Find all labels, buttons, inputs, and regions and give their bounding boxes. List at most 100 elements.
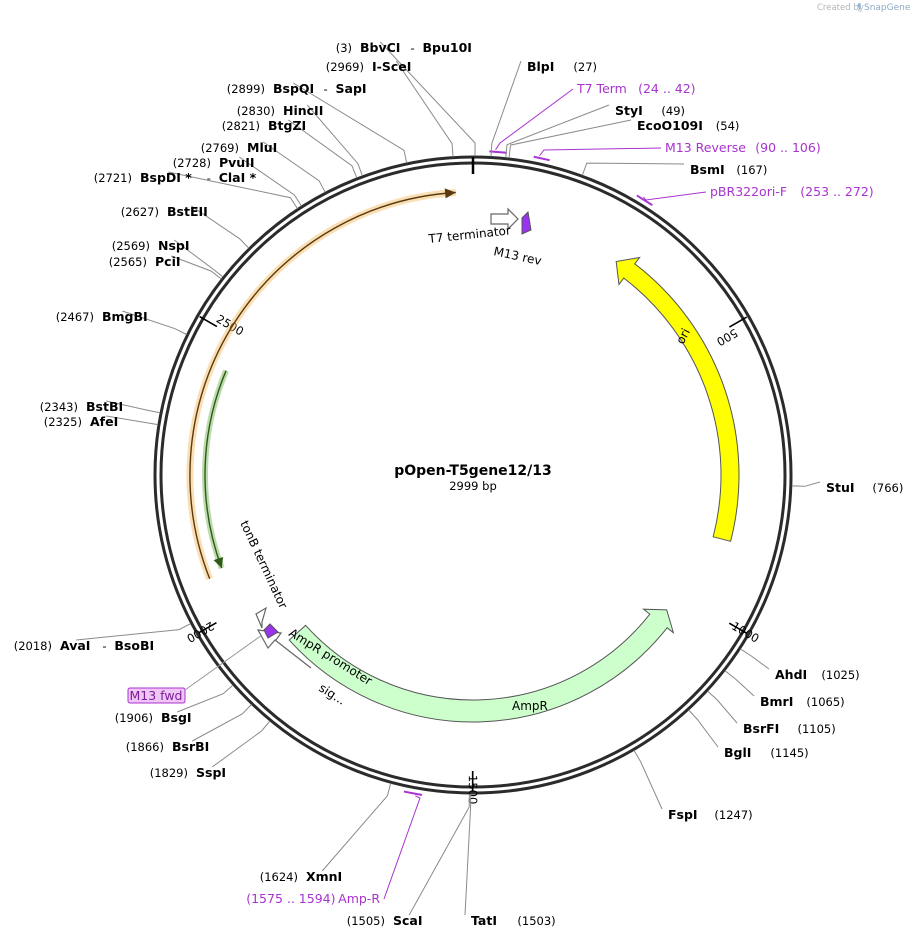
site-bbvci: BbvCI(3)-Bpu10I (336, 40, 476, 157)
site-bsteii: BstEII(2627) (121, 204, 250, 249)
site-leader (173, 239, 224, 278)
site-name: MluI (247, 140, 277, 155)
site-leader (581, 162, 685, 176)
site-position: (2721) (94, 171, 132, 185)
site-name: StyI (615, 103, 643, 118)
primer-label: M13 fwd (129, 688, 182, 703)
site-bsrfi: BsrFI(1105) (707, 690, 836, 736)
site-leader (191, 205, 250, 249)
site-name: BstBI (86, 399, 123, 414)
site-leader (171, 255, 222, 280)
site-position: (1145) (770, 746, 808, 760)
site-position: (2343) (40, 400, 78, 414)
snapgene-credit: Created by SnapGene (817, 3, 911, 13)
site-leader (408, 793, 470, 916)
site-leader (707, 690, 738, 724)
site-leader (239, 156, 302, 207)
ruler-tick (198, 621, 217, 634)
site-position: (1503) (517, 914, 555, 928)
site-bsrbi: BsrBI(1866) (126, 704, 252, 754)
site-scai: ScaI(1505) (347, 793, 470, 928)
snapgene-logo-icon (857, 3, 861, 11)
ampr-promoter-feature (256, 629, 312, 669)
ruler-tick (728, 316, 748, 328)
site-name: BbvCI (360, 40, 400, 55)
green-orf-arrowhead (213, 556, 224, 569)
site-position: (2565) (109, 255, 147, 269)
primer-range: (24 .. 42) (638, 81, 695, 96)
site-position: (2467) (56, 310, 94, 324)
ori-feature (615, 256, 740, 542)
plasmid-length: 2999 bp (449, 479, 497, 493)
m13-fwd-leader (184, 634, 263, 691)
primer-site-mark (489, 150, 507, 154)
site-mlui: MluI (2769) (201, 140, 326, 193)
site-bmgbi: BmgBI (2467) (56, 309, 187, 335)
site-position: (2018) (14, 639, 52, 653)
site-name: BmgBI (102, 309, 148, 324)
primer-range: (90 .. 106) (755, 140, 820, 155)
credit-prefix: Created by (817, 3, 864, 13)
site-leader (293, 82, 408, 164)
site-name-2: Bpu10I (423, 40, 472, 55)
site-position: (2728) (173, 156, 211, 170)
site-xmni: XmnI(1624) (260, 783, 392, 884)
ruler-tick (728, 622, 747, 634)
site-position: (1247) (714, 808, 752, 822)
site-stui: StuI(766) (791, 480, 903, 495)
site-styi: StyI(49) (505, 103, 685, 158)
site-nspi: NspI(2569) (112, 238, 224, 278)
site-ahdi: AhdI(1025) (740, 648, 860, 682)
site-position: (1025) (821, 668, 859, 682)
site-name-2: SapI (336, 81, 367, 96)
site-leader (505, 104, 610, 158)
plasmid-name: pOpen-T5gene12/13 (394, 463, 552, 479)
primer-sites: T7 Term(24 .. 42)M13 Reverse(90 .. 106)p… (127, 81, 874, 906)
site-position: (1906) (115, 711, 153, 725)
ampr-promoter-label: AmpR promoter (286, 626, 374, 688)
site-position: (1829) (150, 766, 188, 780)
site-bspqi: BspQI(2899)-SapI (227, 81, 408, 164)
site-separator: - (207, 171, 211, 185)
site-name: AvaI (60, 638, 90, 653)
ori-label: ori (673, 326, 693, 346)
site-bspdi: BspDI *(2721)-ClaI * (94, 170, 298, 209)
site-name-2: ClaI * (219, 170, 257, 185)
site-leader (724, 670, 755, 697)
site-btgzi: BtgZI(2821) (222, 118, 358, 179)
site-name: PvuII (219, 155, 255, 170)
site-position: (2769) (201, 141, 239, 155)
site-name: ScaI (393, 913, 423, 928)
ruler-label: 1500 (466, 775, 480, 804)
orange-orf-halo (186, 189, 457, 581)
primer-site-mark (636, 194, 653, 207)
primer-leader (643, 191, 707, 201)
site-bstbi: BstBI (2343) (40, 399, 161, 414)
primer-site-mark (403, 790, 423, 796)
site-bsgi: BsgI (1906) (115, 684, 234, 725)
site-name: BlpI (527, 59, 554, 74)
primer-leader (383, 795, 421, 900)
primer-label: pBR322ori-F (710, 184, 787, 199)
site-hincii: HincII(2830) (237, 103, 363, 176)
site-name: NspI (158, 238, 190, 253)
site-afei: AfeI(2325) (44, 414, 159, 429)
orange-orf-arrowhead (444, 188, 456, 199)
credit-brand: SnapGene (864, 3, 911, 13)
site-position: (1866) (126, 740, 164, 754)
ruler-label: 500 (714, 326, 740, 349)
site-leader (395, 60, 454, 157)
site-leader (306, 104, 363, 176)
site-name: SspI (196, 765, 226, 780)
site-name: BsgI (161, 710, 192, 725)
site-position: (27) (573, 60, 597, 74)
site-name: StuI (826, 480, 855, 495)
site-leader (791, 481, 821, 487)
primer-leader (539, 147, 662, 157)
site-name: AfeI (90, 414, 118, 429)
site-position: (167) (736, 163, 767, 177)
orange-orf-line (189, 191, 456, 580)
site-position: (1624) (260, 870, 298, 884)
site-position: (1105) (798, 722, 836, 736)
